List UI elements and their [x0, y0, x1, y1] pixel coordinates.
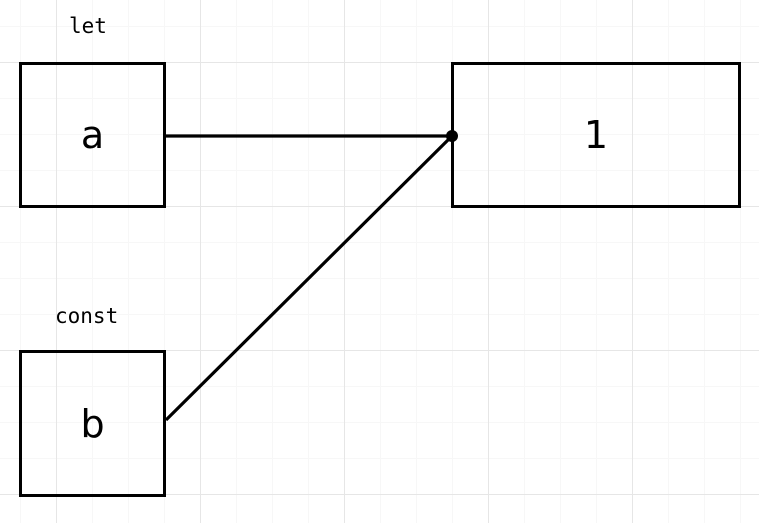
value-box-1-label: 1: [583, 113, 609, 157]
value-box-1[interactable]: 1: [451, 62, 741, 208]
variable-box-a[interactable]: a: [19, 62, 166, 208]
edge-b-to-value: [164, 134, 454, 422]
keyword-label-let: let: [69, 14, 107, 38]
variable-box-b-label: b: [80, 401, 105, 446]
variable-box-a-label: a: [80, 113, 105, 157]
keyword-label-const: const: [55, 304, 119, 328]
variable-box-b[interactable]: b: [19, 350, 166, 497]
